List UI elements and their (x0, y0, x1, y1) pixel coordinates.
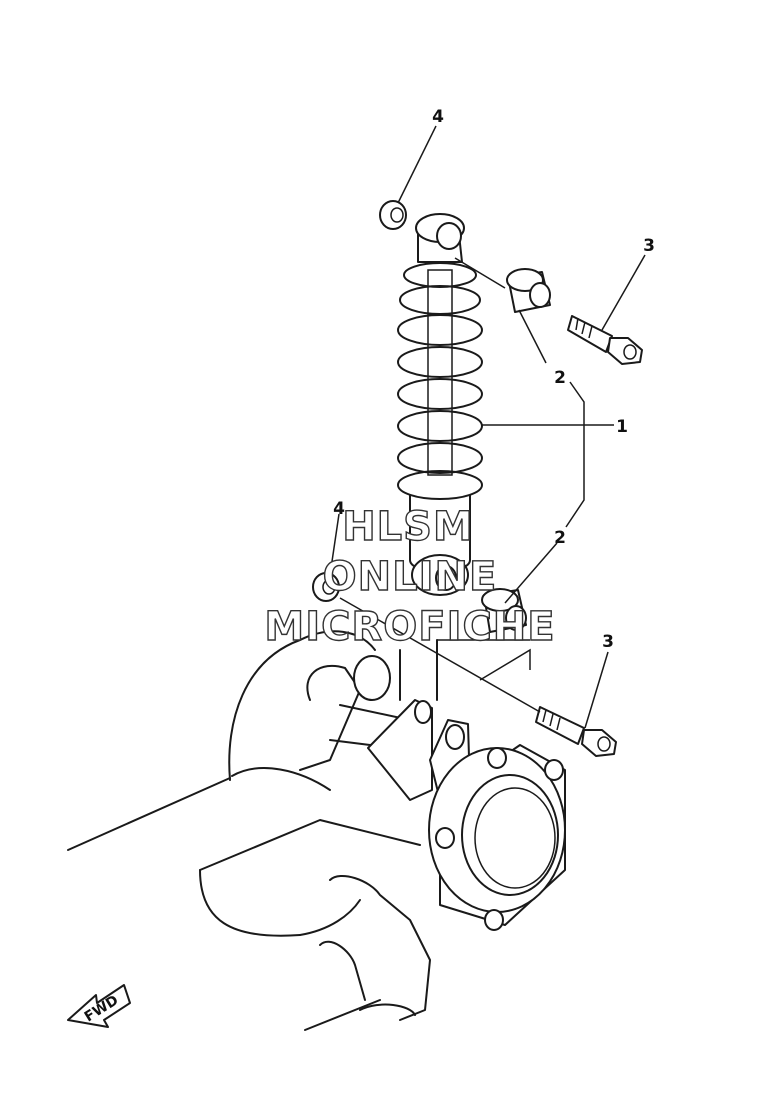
fwd-arrow-icon: FWD (67, 984, 131, 1028)
shock-absorber (397, 213, 483, 596)
collar-upper (506, 268, 551, 313)
watermark-line-2: ONLINE (323, 554, 498, 600)
watermark-line-3: MICROFICHE (264, 604, 555, 650)
callout-1: 1 (616, 417, 628, 437)
leader-lines (329, 125, 646, 729)
coil-spring (397, 262, 483, 476)
watermark: HLSM ONLINE MICROFICHE (264, 503, 556, 650)
callout-4-upper: 4 (432, 107, 444, 127)
callout-2-upper: 2 (554, 368, 566, 388)
collar-lower (481, 588, 527, 633)
callout-3-upper: 3 (643, 236, 655, 256)
callout-2-lower: 2 (554, 528, 566, 548)
nut-lower (312, 572, 340, 602)
callout-4-lower: 4 (333, 499, 345, 519)
callout-3-lower: 3 (602, 632, 614, 652)
nut-upper (379, 200, 407, 230)
wheel-hub (428, 744, 566, 931)
watermark-line-1: HLSM (342, 504, 474, 550)
axle-housing (67, 630, 471, 1031)
bolt-lower (535, 706, 617, 757)
bolt-upper (567, 315, 643, 365)
